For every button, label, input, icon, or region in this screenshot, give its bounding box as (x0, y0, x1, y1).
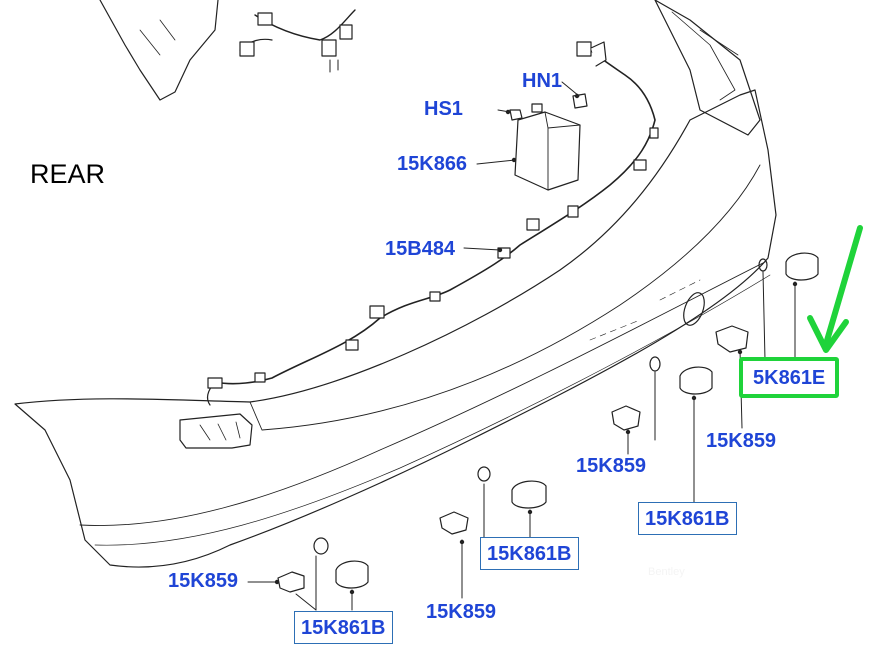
bumper-outline (14, 89, 777, 568)
callout-15k861b-box[interactable]: 15K861B (294, 611, 393, 644)
highlight-arrow (823, 225, 863, 347)
wiring-harness (214, 49, 656, 385)
sensor-2 (511, 480, 547, 509)
callout-15k859-bottom[interactable]: 15K859 (426, 601, 497, 623)
sensor-1 (335, 560, 369, 589)
sensor-3 (679, 366, 713, 395)
watermark: Bentley (648, 566, 685, 578)
bracket-4 (715, 325, 749, 353)
callout-15k861b-box[interactable]: 15K861B (638, 502, 737, 535)
tow-cover (683, 292, 705, 326)
quarter-panel-outline (99, 0, 219, 101)
callout-15b484[interactable]: 15B484 (385, 238, 456, 260)
callout-15k861b-box[interactable]: 15K861B (480, 537, 579, 570)
callout-15k859-mid[interactable]: 15K859 (576, 455, 647, 477)
callout-15k861b-highlighted[interactable]: 5K861E (739, 357, 839, 398)
callout-hn1[interactable]: HN1 (522, 70, 563, 92)
bracket-1 (277, 571, 305, 593)
callout-hs1[interactable]: HS1 (424, 98, 463, 120)
bracket-2 (439, 511, 469, 535)
callout-15k859-left[interactable]: 15K859 (168, 570, 239, 592)
bracket-3 (611, 405, 641, 431)
hs1-screw (509, 109, 523, 121)
highlight-arrowhead (807, 315, 849, 353)
view-label-rear: REAR (30, 159, 106, 189)
left-lamp-cutout (179, 413, 253, 449)
callout-15k859-right[interactable]: 15K859 (706, 430, 777, 452)
sensor-4 (785, 252, 819, 281)
callout-15k866[interactable]: 15K866 (397, 153, 468, 175)
